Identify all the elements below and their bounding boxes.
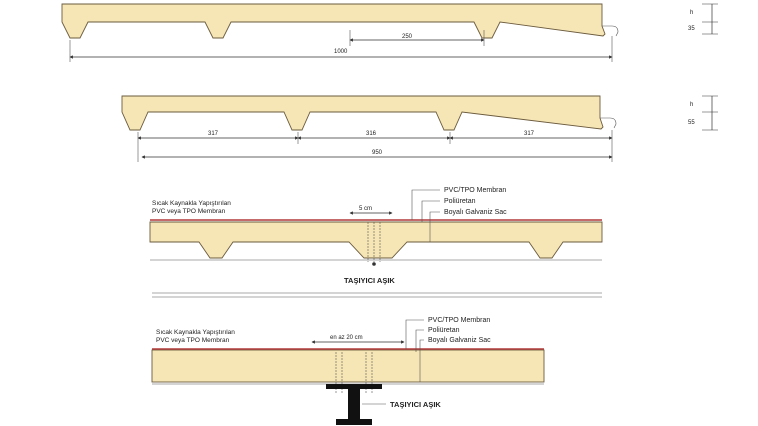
profile-1-pitch-label: 250	[402, 34, 413, 40]
detail-2-steel-beam	[326, 384, 382, 425]
profile-1-side-35-label: 35	[688, 26, 695, 32]
profile-2-span-right-label: 317	[524, 131, 535, 137]
detail-2-support-label: TAŞIYICI AŞIK	[390, 400, 441, 409]
detail-2-sheet-leader	[419, 339, 424, 382]
detail-1-overlap-label: 5 cm	[359, 206, 372, 212]
detail-1-support-label: TAŞIYICI AŞIK	[344, 276, 395, 285]
profile-2-span-middle-label: 316	[366, 131, 377, 137]
detail-1-insulation-leader	[421, 200, 440, 222]
detail-1-sheet-label: Boyalı Galvaniz Sac	[444, 209, 507, 216]
detail-2-membrane-label: PVC/TPO Membran	[428, 317, 490, 324]
detail-1-left-note-line1: Sıcak Kaynakla Yapıştırılan	[152, 200, 231, 207]
detail-2-beam-bottom-flange	[336, 419, 372, 425]
profile-1-panel	[61, 3, 606, 39]
detail-2-panel	[151, 349, 545, 383]
detail-2-joint-section: en az 20 cm Sıcak Kaynakla Yapıştırılan …	[151, 317, 545, 425]
detail-2-insulation-label: Poliüretan	[428, 327, 460, 334]
detail-2-overlap-label: en az 20 cm	[330, 335, 363, 341]
detail-2-insulation-leader	[415, 329, 424, 352]
profile-2-span-left-label: 317	[208, 131, 219, 137]
detail-2-beam-web	[348, 389, 360, 421]
profile-1-edge-hook	[602, 25, 619, 37]
profile-2-edge-hook	[600, 117, 617, 129]
detail-1-joint-section: 5 cm Sıcak Kaynakla Yapıştırılan PVC vey…	[149, 187, 603, 298]
detail-1-membrane-leader	[411, 189, 440, 220]
detail-1-left-note-line2: PVC veya TPO Membran	[152, 208, 226, 215]
detail-2-membrane-leader	[405, 319, 424, 349]
detail-1-insulation-label: Poliüretan	[444, 198, 476, 205]
detail-1-membrane-label: PVC/TPO Membran	[444, 187, 506, 194]
detail-2-left-note-line2: PVC veya TPO Membran	[156, 337, 230, 344]
profile-2-section: 317 316 317 950 h 55	[121, 95, 718, 162]
profile-2-panel	[121, 95, 604, 131]
detail-2-beam-top-flange	[326, 384, 382, 389]
detail-1-sheet-leader	[429, 211, 440, 242]
profile-1-total-label: 1000	[334, 49, 348, 55]
detail-2-sheet-label: Boyalı Galvaniz Sac	[428, 337, 491, 344]
profile-2-side-h-label: h	[690, 102, 693, 108]
detail-1-screw-head	[372, 262, 376, 266]
profile-1-section: 250 1000 h 35	[61, 3, 718, 62]
detail-2-left-note-line1: Sıcak Kaynakla Yapıştırılan	[156, 329, 235, 336]
profile-2-total-label: 950	[372, 150, 383, 156]
profile-2-side-55-label: 55	[688, 120, 695, 126]
detail-1-panel	[149, 221, 603, 259]
profile-1-side-h-label: h	[690, 10, 693, 16]
